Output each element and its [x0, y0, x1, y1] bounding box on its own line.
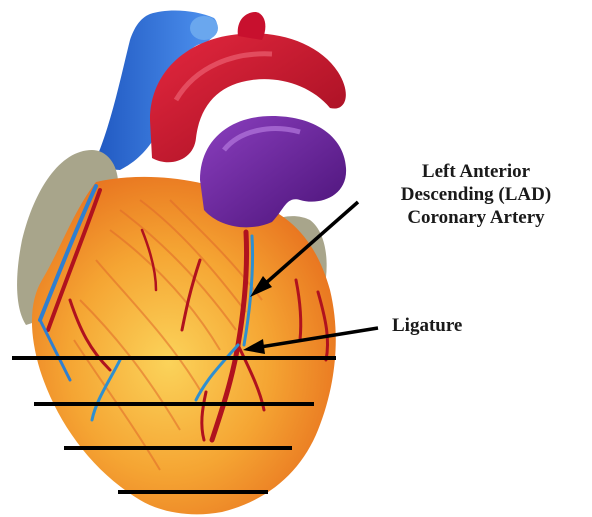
lad-label-line1: Left Anterior: [356, 160, 592, 183]
lad-label: Left Anterior Descending (LAD) Coronary …: [356, 160, 592, 229]
ligature-label: Ligature: [392, 314, 462, 337]
lad-label-line2: Descending (LAD): [356, 183, 592, 206]
vena-cava-opening: [190, 16, 218, 40]
lad-label-line3: Coronary Artery: [356, 206, 592, 229]
pulmonary-artery: [200, 116, 346, 227]
aorta-branch: [238, 12, 266, 40]
